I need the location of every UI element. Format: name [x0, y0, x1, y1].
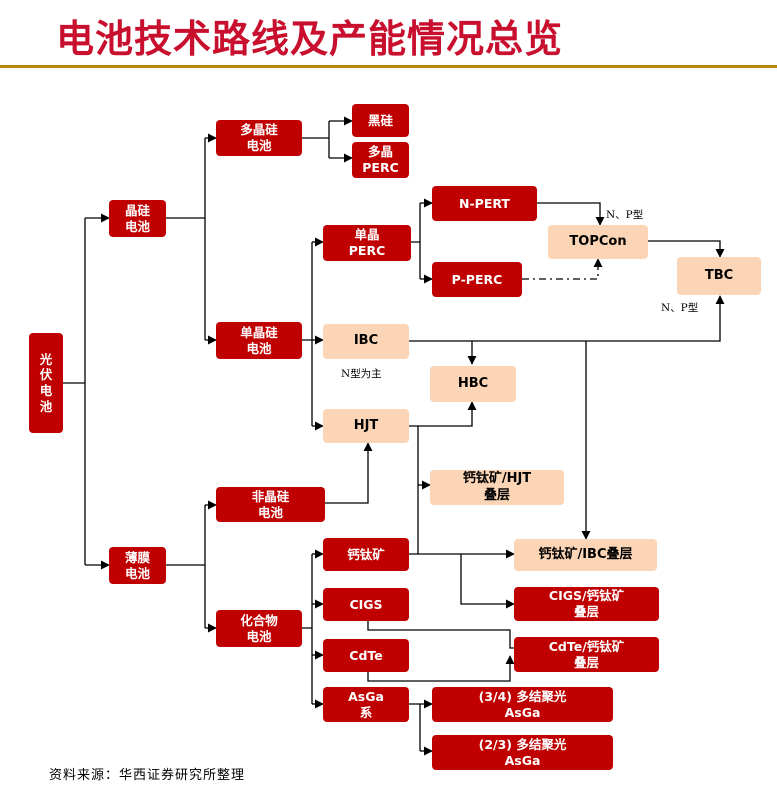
- node-perovskite: 钙钛矿: [323, 538, 409, 571]
- edge-compound-bus: [302, 554, 313, 704]
- node-cdte-perov: CdTe/钙钛矿 叠层: [514, 637, 659, 672]
- node-multi-perc: 多晶 PERC: [352, 142, 409, 178]
- node-compound: 化合物 电池: [216, 610, 302, 647]
- node-perov-hjt: 钙钛矿/HJT 叠层: [430, 470, 564, 505]
- node-hbc: HBC: [430, 366, 516, 402]
- edge-npert-topcon: [537, 202, 605, 226]
- edge-perc-bus: [411, 203, 421, 279]
- node-pv-cell: 光 伏 电 池: [29, 333, 63, 433]
- node-topcon: TOPCon: [548, 225, 648, 259]
- node-crystalline-si: 晶硅 电池: [109, 200, 166, 237]
- edge-thin-bus: [166, 505, 206, 628]
- node-cigs: CIGS: [323, 588, 409, 621]
- node-asga-34: (3/4) 多结聚光 AsGa: [432, 687, 613, 722]
- note-np-type-topcon: N、P型: [606, 209, 644, 221]
- node-asga: AsGa 系: [323, 687, 409, 722]
- edge-asga-bus: [409, 703, 421, 751]
- node-cigs-perov: CIGS/钙钛矿 叠层: [514, 587, 659, 621]
- edge-hjt-hbc: [409, 401, 477, 427]
- node-mono-perc: 单晶 PERC: [323, 225, 411, 261]
- node-mono-si: 单晶硅 电池: [216, 322, 302, 359]
- node-n-pert: N-PERT: [432, 186, 537, 221]
- node-black-si: 黑硅: [352, 104, 409, 137]
- title-divider: [0, 65, 777, 68]
- edge-multi-bus: [302, 121, 330, 158]
- node-ibc: IBC: [323, 324, 409, 359]
- node-multi-si: 多晶硅 电池: [216, 120, 302, 156]
- edge-mono-bus: [302, 242, 313, 426]
- node-amorphous-si: 非晶硅 电池: [216, 487, 325, 522]
- source-note: 资料来源：华西证券研究所整理: [49, 768, 246, 783]
- edge-ibc-tbc: [409, 295, 725, 342]
- node-perov-ibc: 钙钛矿/IBC叠层: [514, 539, 657, 571]
- node-asga-23: (2/3) 多结聚光 AsGa: [432, 735, 613, 770]
- note-np-type-tbc: N、P型: [661, 302, 699, 314]
- edge-cigs-tandem: [367, 621, 514, 649]
- note-n-type-main: N型为主: [341, 368, 382, 380]
- node-p-perc: P-PERC: [432, 262, 522, 297]
- edge-topcon-tbc: [648, 240, 725, 258]
- edge-to-cigs-perov: [460, 554, 515, 609]
- node-cdte: CdTe: [323, 639, 409, 672]
- edge-crystalline-bus: [166, 138, 206, 340]
- edge-pperc-topcon: [522, 258, 603, 280]
- edge-pv-bus: [63, 218, 86, 565]
- edge-cdte-tandem: [367, 655, 515, 682]
- node-hjt: HJT: [323, 409, 409, 443]
- page-title: 电池技术路线及产能情况总览: [56, 17, 564, 61]
- edge-amorphous-hjt: [325, 442, 373, 504]
- node-thin-film: 薄膜 电池: [109, 547, 166, 584]
- node-tbc: TBC: [677, 257, 761, 295]
